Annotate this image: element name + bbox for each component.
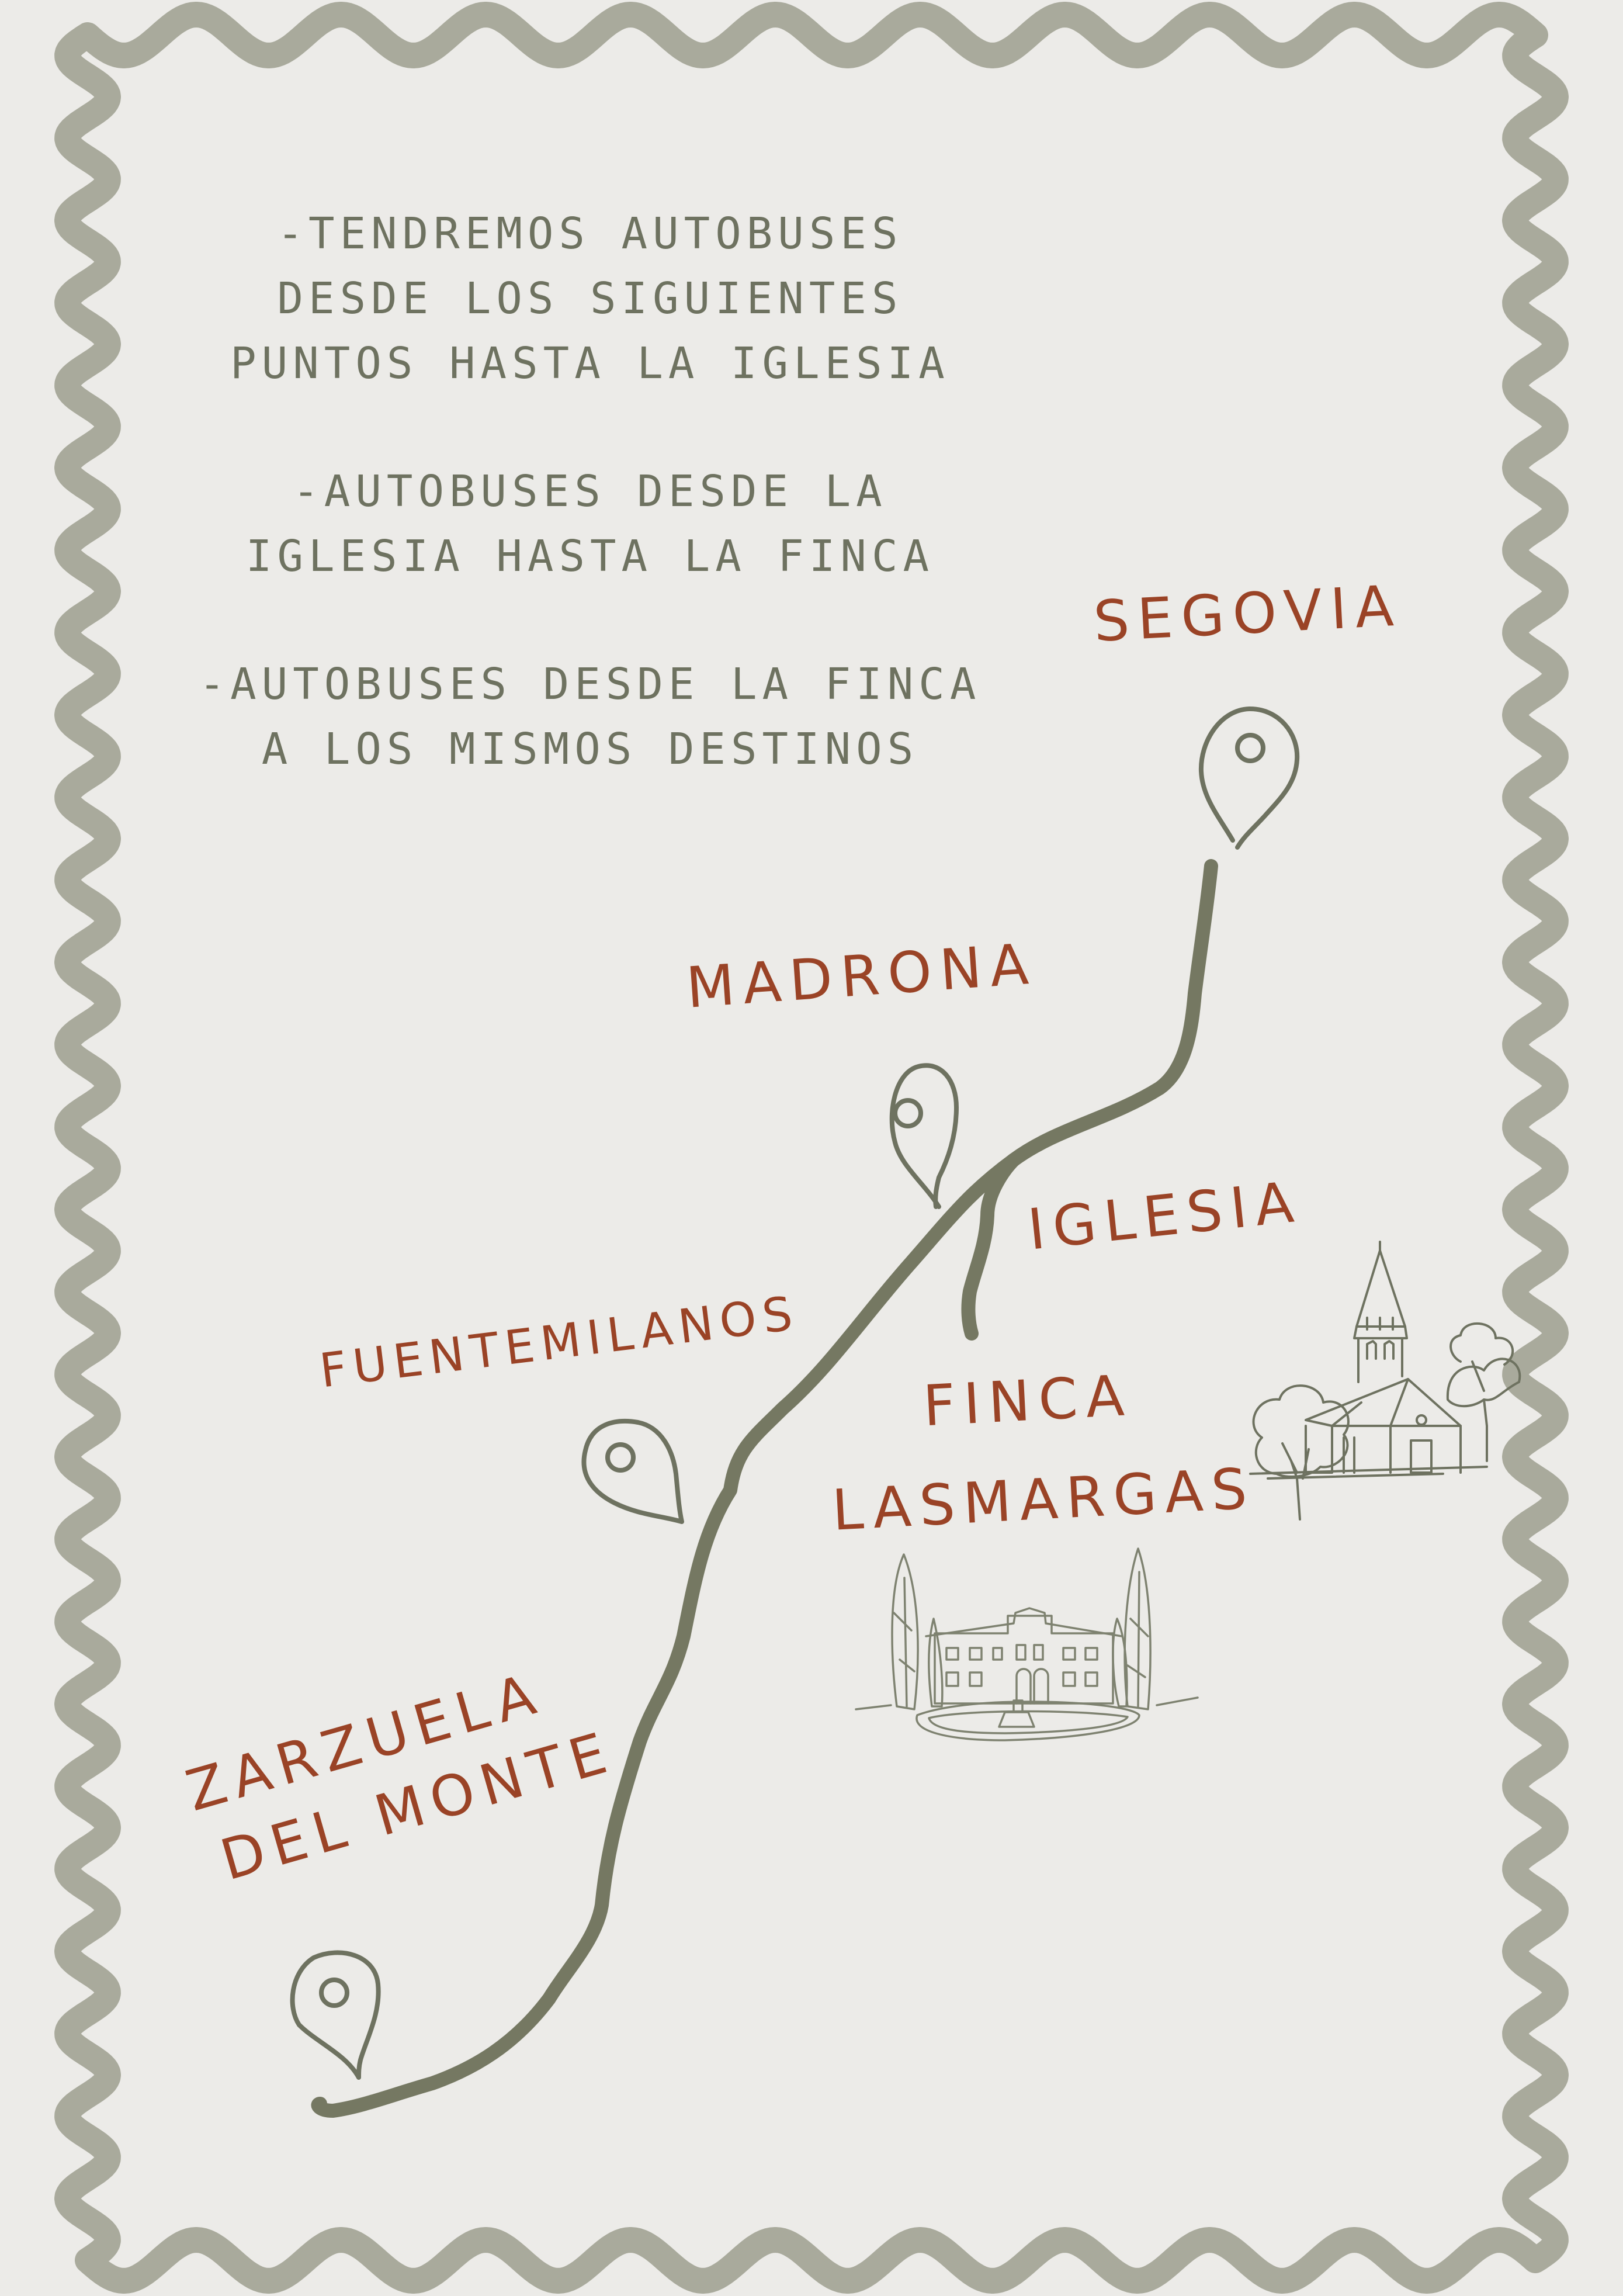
info-line: DESDE LOS SIGUIENTES [277, 273, 903, 324]
info-line: PUNTOS HASTA LA IGLESIA [230, 338, 950, 389]
info-block-return: -AUTOBUSES DESDE LA FINCA A LOS MISMOS D… [146, 652, 1034, 782]
info-line: -TENDREMOS AUTOBUSES [277, 209, 903, 259]
info-line: IGLESIA HASTA LA FINCA [245, 531, 935, 581]
info-block-to-church: -TENDREMOS AUTOBUSES DESDE LOS SIGUIENTE… [146, 202, 1034, 396]
church-illustration [1249, 1241, 1521, 1521]
map-pin-icon [889, 1063, 959, 1209]
route-line [311, 859, 1218, 2118]
info-line: -AUTOBUSES DESDE LA [293, 466, 887, 517]
place-label-finca-lasmargas: FINCA LASMARGAS [824, 1339, 1257, 1560]
info-line: A LOS MISMOS DESTINOS [261, 724, 919, 774]
villa-illustration [855, 1547, 1199, 1741]
route-path-main [311, 859, 1218, 2118]
bus-info-text: -TENDREMOS AUTOBUSES DESDE LOS SIGUIENTE… [146, 202, 1034, 845]
wavy-frame-border [54, 2, 1569, 2294]
info-line: -AUTOBUSES DESDE LA FINCA [199, 659, 982, 709]
info-block-church-to-finca: -AUTOBUSES DESDE LA IGLESIA HASTA LA FIN… [146, 459, 1034, 589]
route-path-branch [961, 1153, 1021, 1341]
map-pin-icon [1198, 706, 1300, 850]
map-pin-icon [581, 1419, 684, 1524]
map-pin-icon [290, 1950, 381, 2080]
